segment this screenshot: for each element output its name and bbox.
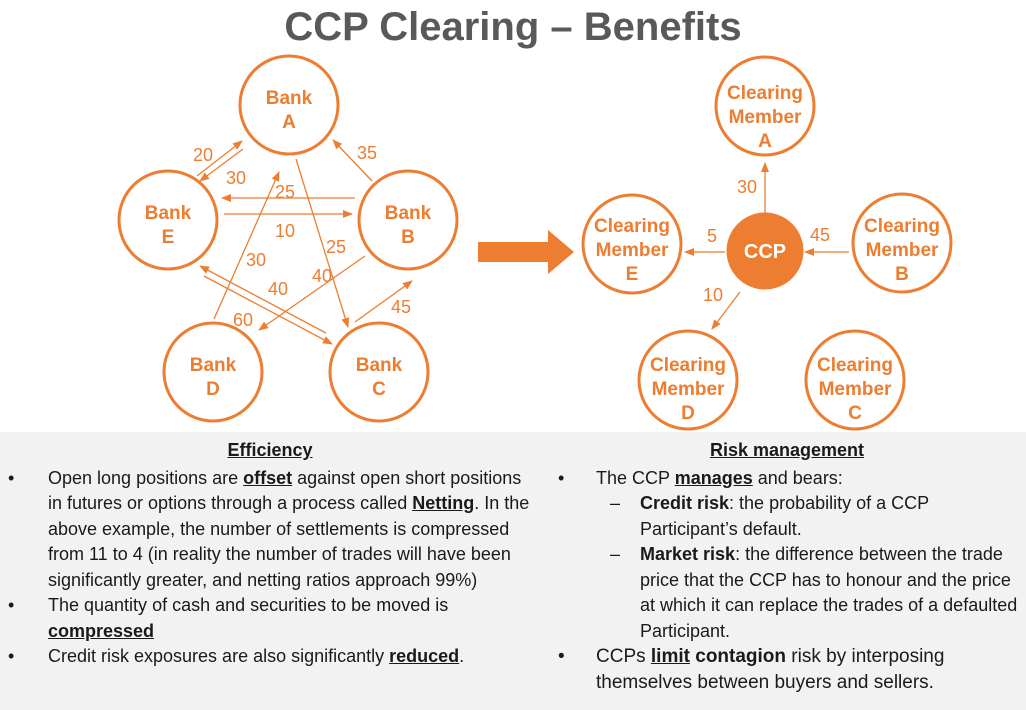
clearing-member-d-node: Clearing Member D bbox=[637, 329, 739, 431]
clearing-member-c-node: Clearing Member C bbox=[804, 329, 906, 431]
risk-management-column: Risk management •The CCP manages and bea… bbox=[548, 432, 1026, 696]
bank-a-node: Bank A bbox=[238, 54, 340, 156]
edge-label: 45 bbox=[810, 225, 830, 245]
svg-text:CCP: CCP bbox=[744, 241, 786, 263]
svg-text:E: E bbox=[162, 227, 175, 248]
edge-label: 30 bbox=[246, 250, 266, 270]
svg-text:B: B bbox=[401, 227, 415, 248]
ccp-hub-node: CCP bbox=[726, 212, 804, 290]
risk-sub-bullet-credit: –Credit risk: the probability of a CCP P… bbox=[610, 493, 929, 539]
edge-b-d bbox=[258, 255, 366, 331]
edge-e-c bbox=[203, 275, 333, 345]
bank-d-node: Bank D bbox=[162, 321, 264, 423]
svg-text:Clearing: Clearing bbox=[817, 355, 893, 376]
bullet-icon: • bbox=[558, 646, 565, 667]
svg-text:Bank: Bank bbox=[266, 88, 313, 109]
edge-a-e bbox=[199, 148, 244, 182]
svg-text:Member: Member bbox=[596, 240, 669, 261]
edge-c-b bbox=[354, 280, 413, 323]
svg-text:Member: Member bbox=[866, 240, 939, 261]
svg-text:Bank: Bank bbox=[356, 355, 403, 376]
svg-text:Bank: Bank bbox=[145, 203, 192, 224]
text-panel: Efficiency •Open long positions are offs… bbox=[0, 432, 1026, 710]
clearing-member-a-node: Clearing Member A bbox=[714, 55, 816, 157]
bank-b-node: Bank B bbox=[357, 169, 459, 271]
edge-label: 45 bbox=[391, 297, 411, 317]
risk-sub-bullet-market: –Market risk: the difference between the… bbox=[610, 544, 1018, 641]
svg-text:E: E bbox=[626, 264, 639, 285]
edge-b-a bbox=[332, 139, 373, 182]
bullet-icon: • bbox=[8, 595, 15, 615]
ccp-edge-labels: 30 45 5 10 bbox=[703, 177, 830, 305]
svg-text:B: B bbox=[895, 264, 909, 285]
svg-text:Clearing: Clearing bbox=[727, 83, 803, 104]
edge-c-e bbox=[199, 265, 327, 334]
svg-text:Member: Member bbox=[729, 107, 802, 128]
edge-e-a bbox=[196, 140, 243, 177]
svg-text:A: A bbox=[282, 112, 296, 133]
edge-label: 40 bbox=[312, 266, 332, 286]
svg-text:Clearing: Clearing bbox=[650, 355, 726, 376]
clearing-diagram: 20 30 35 25 10 25 30 40 40 45 60 Bank A … bbox=[117, 54, 953, 431]
dash-icon: – bbox=[610, 493, 621, 513]
bilateral-edge-labels: 20 30 35 25 10 25 30 40 40 45 60 bbox=[193, 143, 411, 330]
svg-text:D: D bbox=[681, 403, 695, 424]
svg-text:Clearing: Clearing bbox=[864, 216, 940, 237]
bank-c-node: Bank C bbox=[328, 321, 430, 423]
svg-text:Member: Member bbox=[652, 379, 725, 400]
bullet-icon: • bbox=[8, 646, 15, 666]
efficiency-heading: Efficiency bbox=[227, 440, 313, 460]
bullet-icon: • bbox=[8, 467, 15, 488]
efficiency-bullet-3: •Credit risk exposures are also signific… bbox=[0, 644, 540, 670]
svg-text:C: C bbox=[848, 403, 862, 424]
bank-e-node: Bank E bbox=[117, 169, 219, 271]
dash-icon: – bbox=[610, 544, 621, 564]
edge-ccp-d bbox=[711, 291, 741, 330]
edge-label: 10 bbox=[275, 221, 295, 241]
edge-label: 25 bbox=[326, 237, 346, 257]
clearing-member-b-node: Clearing Member B bbox=[851, 192, 953, 294]
bullet-icon: • bbox=[558, 467, 565, 488]
edge-d-a bbox=[213, 171, 280, 320]
bilateral-edges bbox=[196, 139, 413, 345]
edge-label: 30 bbox=[226, 168, 246, 188]
edge-label: 25 bbox=[275, 182, 295, 202]
svg-text:Bank: Bank bbox=[385, 203, 432, 224]
edge-label: 35 bbox=[357, 143, 377, 163]
svg-text:Clearing: Clearing bbox=[594, 216, 670, 237]
clearing-member-e-node: Clearing Member E bbox=[581, 193, 683, 295]
edge-label: 30 bbox=[737, 177, 757, 197]
svg-text:C: C bbox=[372, 379, 386, 400]
risk-management-heading: Risk management bbox=[709, 440, 865, 460]
svg-text:Bank: Bank bbox=[190, 355, 237, 376]
ccp-edges bbox=[684, 162, 849, 330]
page-title: CCP Clearing – Benefits bbox=[284, 5, 742, 49]
edge-a-c bbox=[295, 158, 350, 328]
edge-label: 20 bbox=[193, 145, 213, 165]
edge-label: 5 bbox=[707, 226, 717, 246]
svg-text:D: D bbox=[206, 379, 220, 400]
svg-text:A: A bbox=[758, 131, 772, 152]
edge-label: 40 bbox=[268, 279, 288, 299]
transition-arrow-icon bbox=[478, 230, 574, 274]
efficiency-bullet-2: •The quantity of cash and securities to … bbox=[8, 595, 449, 641]
efficiency-bullet-1: •Open long positions are offset against … bbox=[8, 467, 530, 590]
risk-bullet-1: •The CCP manages and bears: bbox=[548, 466, 1026, 492]
edge-label: 10 bbox=[703, 285, 723, 305]
edge-label: 60 bbox=[233, 310, 253, 330]
efficiency-column: Efficiency •Open long positions are offs… bbox=[0, 432, 540, 670]
risk-bullet-2: •CCPs limit contagion risk by interposin… bbox=[558, 646, 945, 693]
svg-text:Member: Member bbox=[819, 379, 892, 400]
